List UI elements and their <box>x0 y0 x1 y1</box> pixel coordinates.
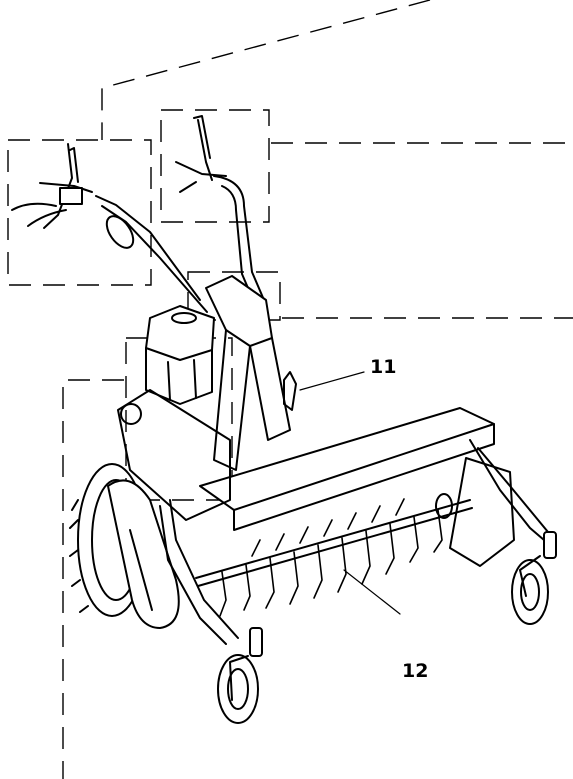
right-side-shield <box>449 457 515 567</box>
machine-drawing <box>11 115 557 724</box>
left-frame-arm-inner <box>159 505 227 645</box>
belt-housing <box>107 479 180 629</box>
left-frame-arm <box>169 499 239 639</box>
right-frame-arm <box>469 439 545 541</box>
callout-12-leader <box>343 569 401 615</box>
engine-block <box>145 305 215 405</box>
callout-11-leader <box>299 371 365 391</box>
leader-line-left <box>62 379 124 779</box>
callout-11: 11 <box>370 356 397 378</box>
front-right-caster <box>511 531 557 625</box>
detail-box-engine <box>125 337 233 501</box>
steering-column <box>205 275 297 471</box>
tine-rotor <box>195 493 473 617</box>
leader-line-top <box>101 0 431 140</box>
right-handlebar-controls <box>175 115 265 303</box>
detail-box-left-handle <box>7 139 152 286</box>
frame-body <box>117 389 231 521</box>
front-left-caster <box>217 627 263 724</box>
detail-box-right-handle <box>160 109 270 223</box>
belt-line <box>129 529 153 611</box>
crossbar-face <box>233 423 495 531</box>
left-handlebar-controls <box>11 143 208 313</box>
frame-pulley <box>120 403 142 425</box>
callout-12: 12 <box>402 660 429 682</box>
dashed-detail-outlines <box>7 0 573 779</box>
